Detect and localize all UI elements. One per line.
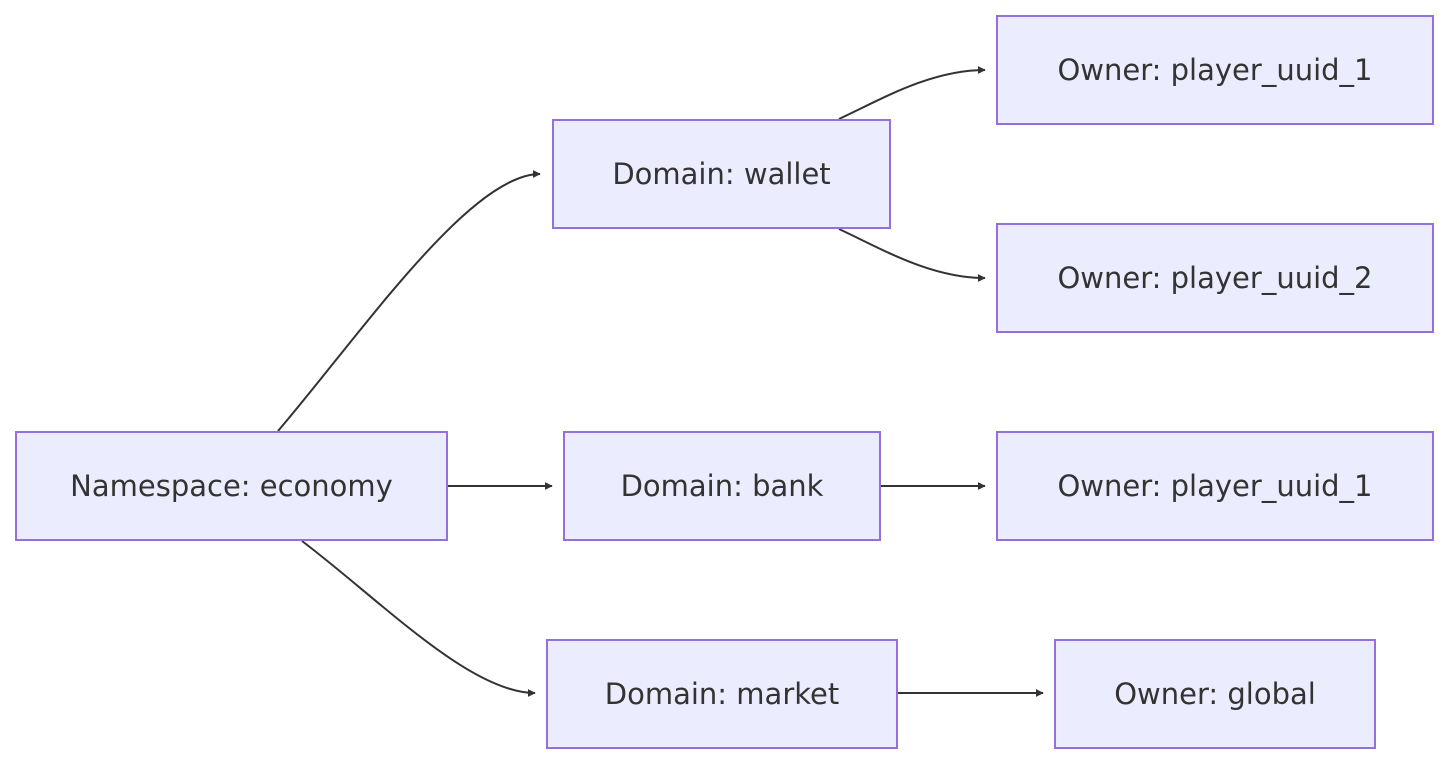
node-owner-wallet-player-1[interactable]: Owner: player_uuid_1 (996, 15, 1434, 125)
node-label: Owner: player_uuid_1 (1057, 469, 1372, 503)
node-domain-market[interactable]: Domain: market (546, 639, 898, 749)
node-label: Domain: bank (621, 469, 824, 503)
node-owner-wallet-player-2[interactable]: Owner: player_uuid_2 (996, 223, 1434, 333)
nodes: Namespace: economy Domain: wallet Domain… (15, 15, 1434, 749)
node-label: Namespace: economy (70, 469, 393, 503)
node-owner-bank-player-1[interactable]: Owner: player_uuid_1 (996, 431, 1434, 541)
node-box (546, 639, 898, 749)
node-label: Owner: player_uuid_2 (1057, 261, 1372, 295)
edge-namespace-to-wallet (277, 170, 541, 432)
node-box (996, 223, 1434, 333)
edge-wallet-to-owner-1 (838, 66, 986, 120)
node-label: Domain: market (605, 677, 839, 711)
node-label: Domain: wallet (612, 157, 830, 191)
node-box (552, 119, 891, 229)
node-domain-bank[interactable]: Domain: bank (563, 431, 881, 541)
node-box (563, 431, 881, 541)
node-domain-wallet[interactable]: Domain: wallet (552, 119, 891, 229)
edges (277, 66, 1044, 697)
node-box (15, 431, 448, 541)
node-box (996, 431, 1434, 541)
node-label: Owner: player_uuid_1 (1057, 53, 1372, 87)
node-namespace-economy[interactable]: Namespace: economy (15, 431, 448, 541)
node-box (1054, 639, 1376, 749)
node-owner-market-global[interactable]: Owner: global (1054, 639, 1376, 749)
node-box (996, 15, 1434, 125)
edge-namespace-to-market (301, 540, 536, 697)
edge-wallet-to-owner-2 (838, 228, 986, 282)
node-label: Owner: global (1114, 677, 1316, 711)
